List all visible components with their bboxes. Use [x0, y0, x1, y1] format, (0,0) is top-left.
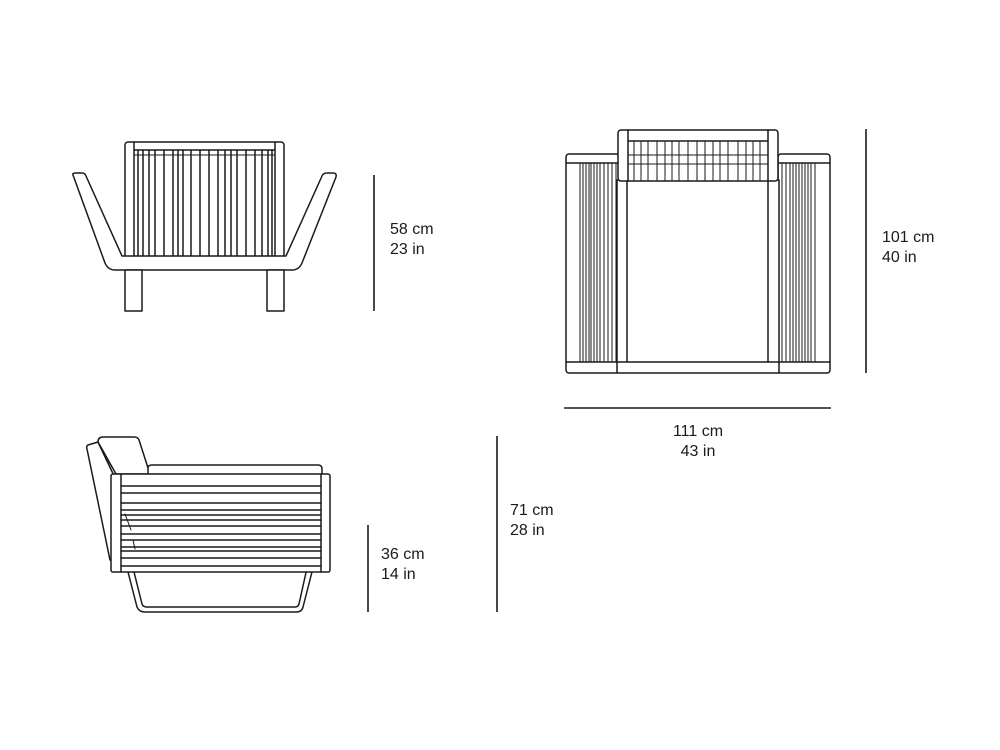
- front-height-metric: 58 cm: [390, 221, 434, 238]
- side-overall-height-label: 71 cm 28 in: [510, 501, 554, 541]
- top-width-metric: 111 cm: [672, 423, 724, 440]
- backrest-top-slats: [633, 140, 761, 182]
- arm-left-slats: [579, 162, 617, 363]
- side-overall-height-metric: 71 cm: [510, 502, 554, 519]
- side-panel-slats: [120, 485, 322, 567]
- arm-left-top: [565, 153, 620, 374]
- sled-base-inner: [132, 567, 308, 608]
- front-view-chair: [72, 141, 337, 312]
- arm-base-shell: [72, 172, 337, 271]
- arm-right-slats: [781, 162, 816, 363]
- sled-base-outer: [126, 567, 314, 613]
- side-seat-height-imperial: 14 in: [381, 566, 416, 583]
- side-seat-height-metric: 36 cm: [381, 546, 425, 563]
- side-seat-height-label: 36 cm 14 in: [381, 545, 425, 585]
- side-overall-height-imperial: 28 in: [510, 522, 545, 539]
- seat-top: [616, 179, 780, 374]
- top-width-imperial: 43 in: [680, 443, 716, 460]
- front-height-imperial: 23 in: [390, 241, 425, 258]
- back-cushion-side: [97, 436, 151, 475]
- backrest-slats: [137, 149, 273, 257]
- leg-left: [124, 269, 143, 312]
- top-depth-label: 101 cm 40 in: [882, 228, 934, 268]
- top-depth-metric: 101 cm: [882, 229, 935, 246]
- front-height-label: 58 cm 23 in: [390, 220, 434, 260]
- top-depth-imperial: 40 in: [882, 249, 917, 266]
- side-view-chair: [85, 436, 331, 613]
- leg-right: [266, 269, 285, 312]
- top-width-label: 111 cm 43 in: [648, 422, 748, 462]
- top-view-chair: [565, 129, 831, 374]
